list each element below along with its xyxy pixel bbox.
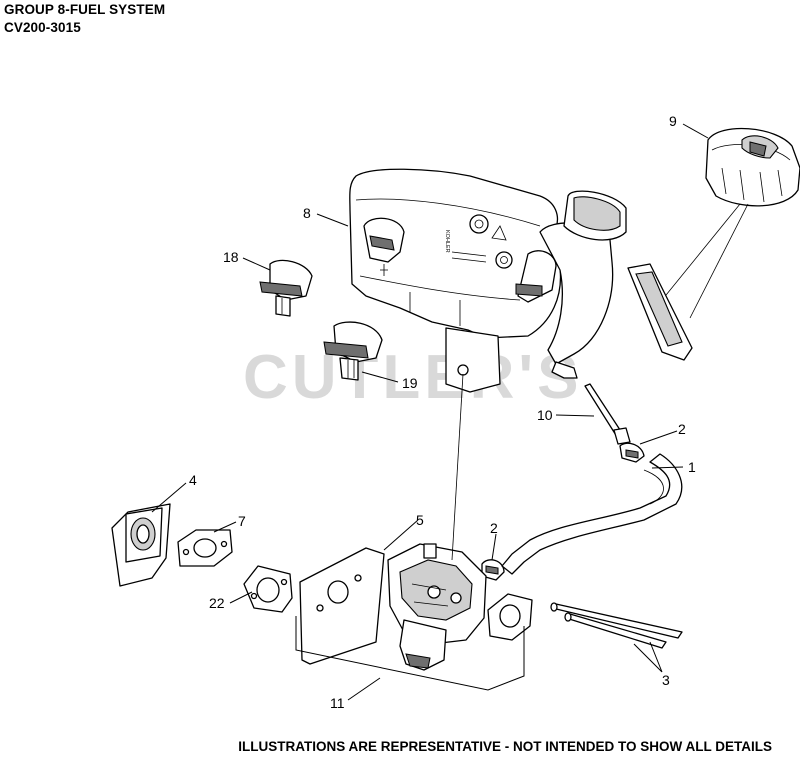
carburetor[interactable] <box>387 543 487 671</box>
heat-shield-plate[interactable] <box>299 547 385 665</box>
callout-4: 4 <box>189 472 197 488</box>
disclaimer-text: ILLUSTRATIONS ARE REPRESENTATIVE - NOT I… <box>238 739 772 754</box>
disclaimer-footer: ILLUSTRATIONS ARE REPRESENTATIVE - NOT I… <box>0 739 800 754</box>
callout-10: 10 <box>537 407 553 423</box>
carburetor-gasket[interactable] <box>487 593 533 641</box>
callout-19: 19 <box>402 375 418 391</box>
fuel-cap-with-strainer[interactable] <box>627 127 800 361</box>
callout-22: 22 <box>209 595 225 611</box>
callout-11: 11 <box>330 695 345 711</box>
callout-1: 1 <box>688 459 696 475</box>
model-number: CV200-3015 <box>4 20 81 35</box>
adapter-plate[interactable] <box>111 503 171 587</box>
gasket-22[interactable] <box>243 565 293 613</box>
page-title: GROUP 8-FUEL SYSTEM <box>4 2 166 17</box>
hose-clamp-lower[interactable] <box>481 559 505 581</box>
fuel-hose[interactable] <box>501 453 683 575</box>
callout-9: 9 <box>669 113 677 129</box>
hose-clamp-upper[interactable] <box>619 442 645 463</box>
tank-brand-mark: KOHLER <box>444 230 450 253</box>
callout-8: 8 <box>303 205 311 221</box>
fuel-tank[interactable]: KOHLER <box>349 168 627 393</box>
gasket-7[interactable] <box>177 529 233 567</box>
callout-3: 3 <box>662 672 670 688</box>
callout-7: 7 <box>238 513 246 529</box>
callout-2-upper: 2 <box>678 421 686 437</box>
tank-bracket-18[interactable] <box>259 259 313 317</box>
callout-2-lower: 2 <box>490 520 498 536</box>
watermark: CUTLER'S <box>243 343 583 412</box>
carburetor-studs[interactable] <box>550 602 683 649</box>
callout-5: 5 <box>416 512 424 528</box>
tank-bracket-19[interactable] <box>323 321 383 381</box>
callout-18: 18 <box>223 249 239 265</box>
fuel-tank-screw[interactable] <box>584 383 631 445</box>
